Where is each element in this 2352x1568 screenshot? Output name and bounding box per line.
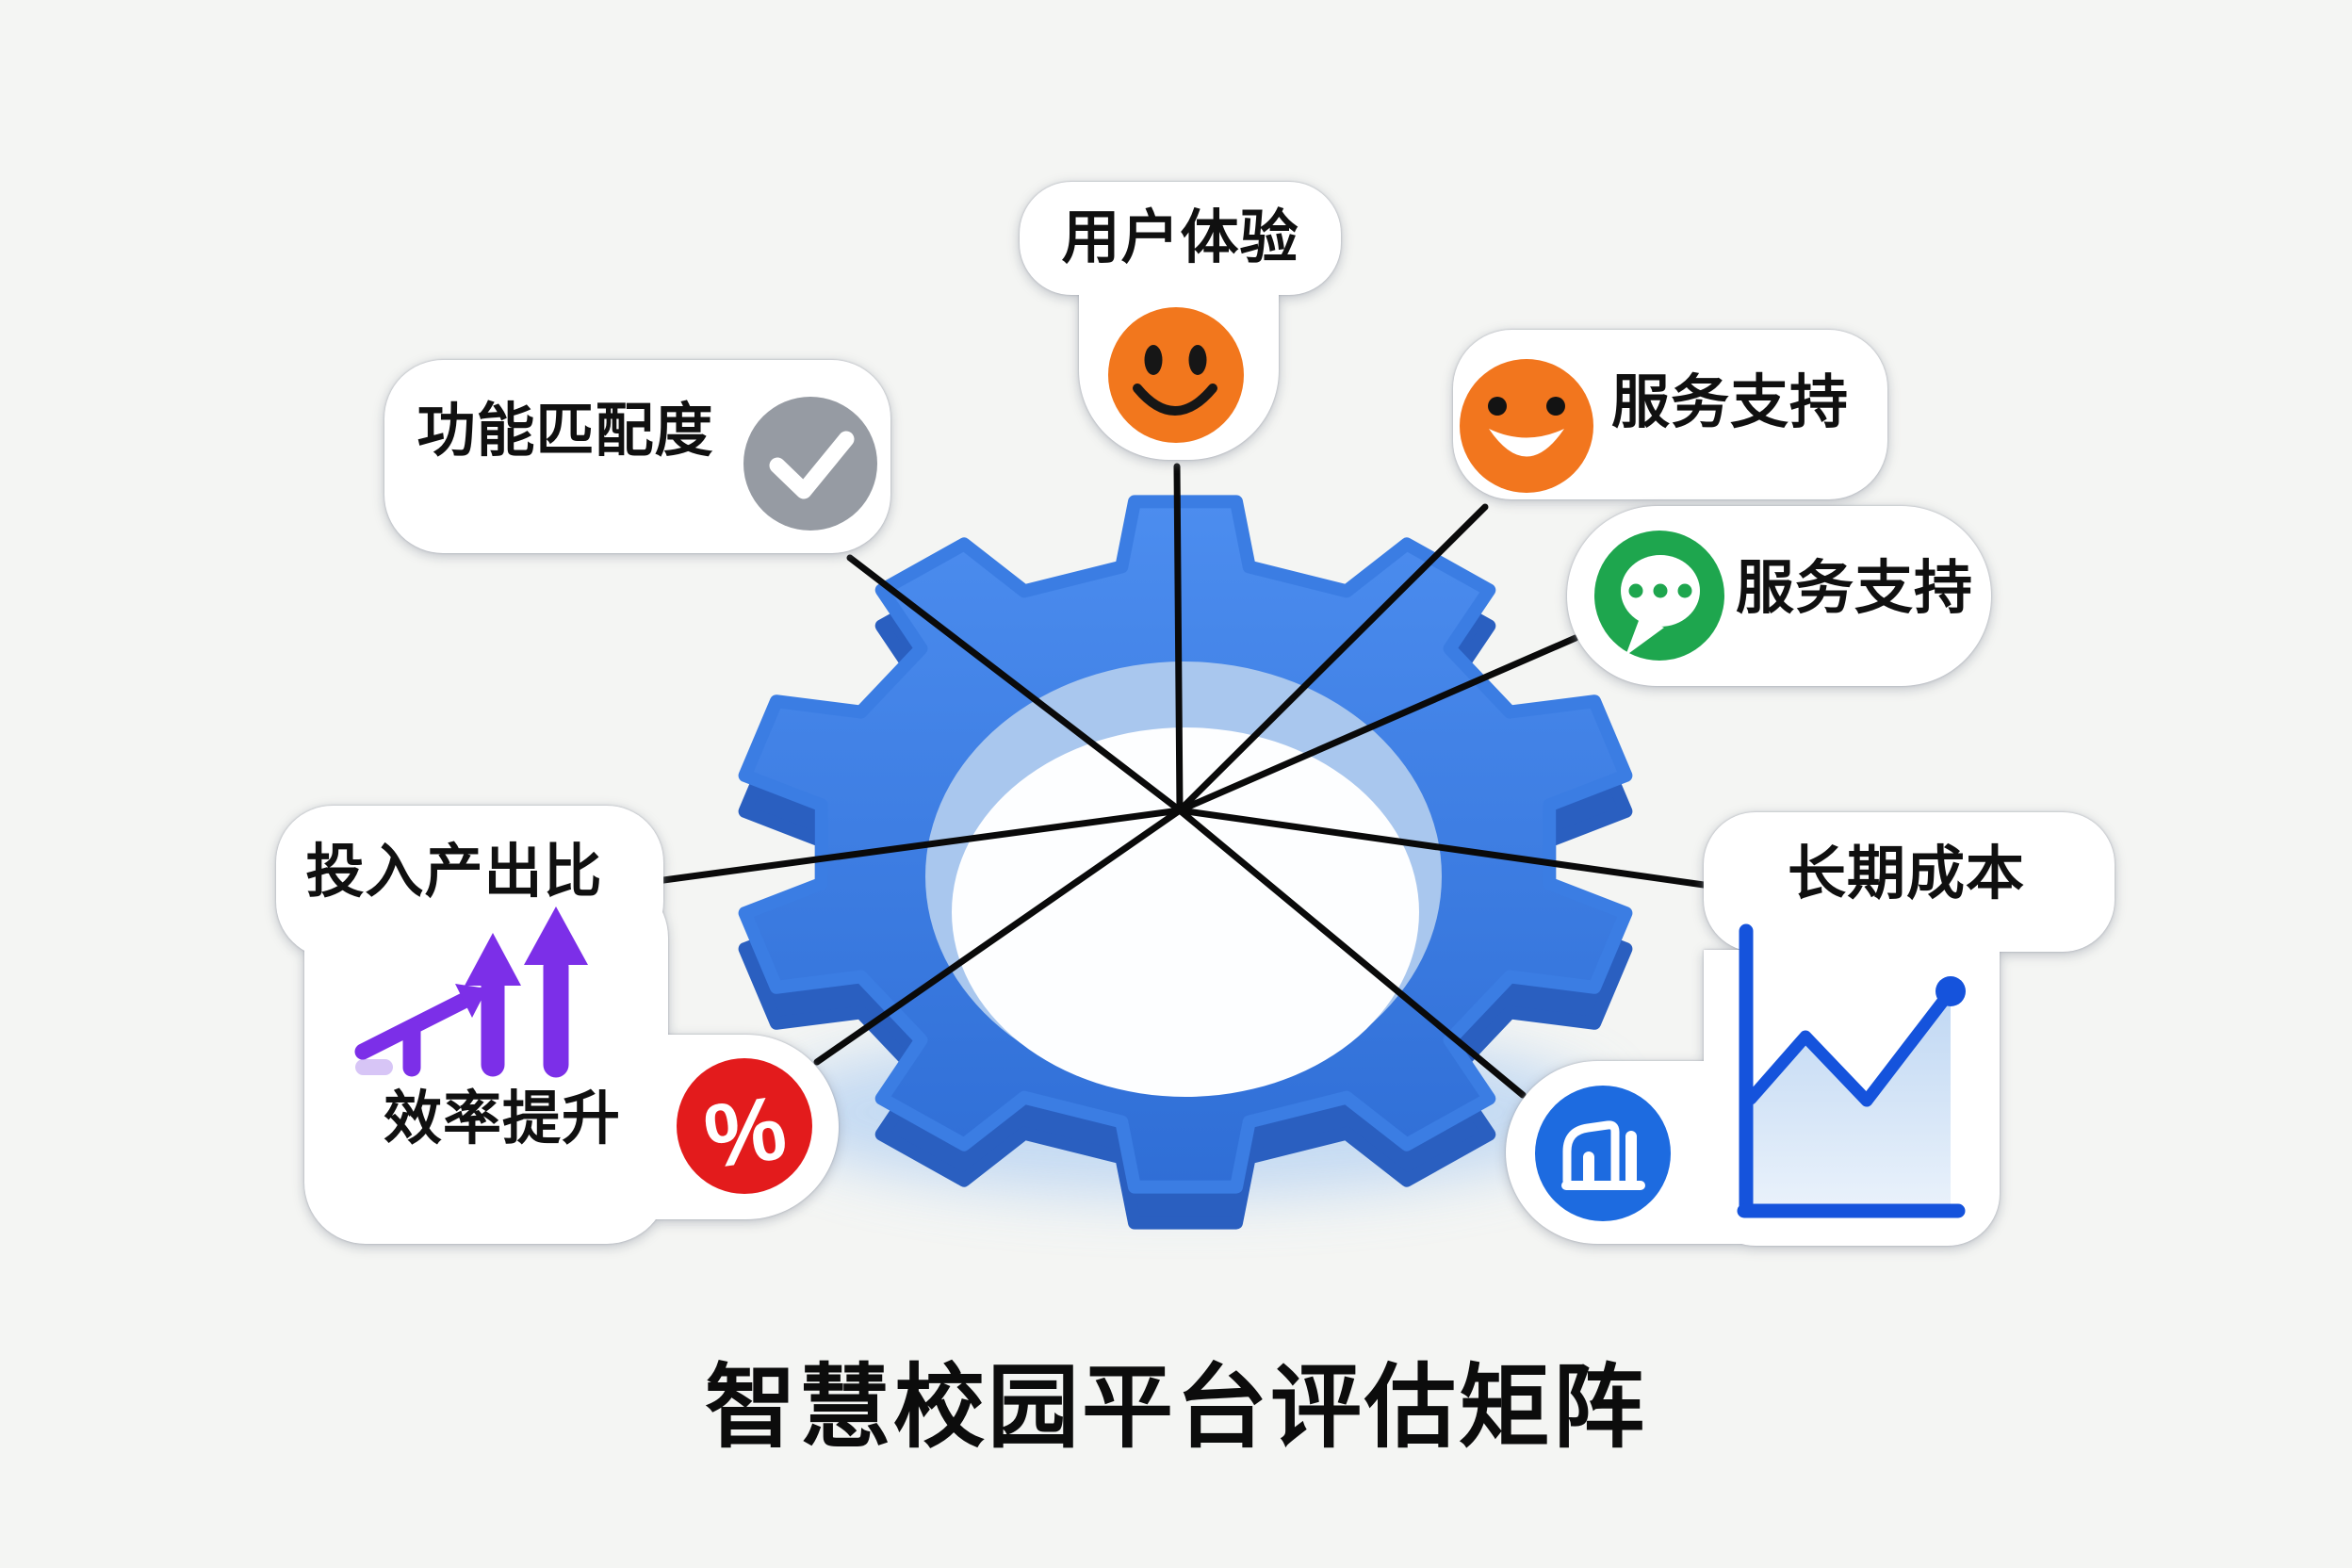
bar-chart-circle-icon: [1535, 1086, 1671, 1221]
connector-long-term-cost: [1176, 807, 1707, 889]
gear-hub: [952, 727, 1419, 1097]
svg-text:%: %: [698, 1077, 792, 1188]
growth-arrows-icon: [354, 906, 588, 1078]
area-line-chart-icon: [1737, 923, 1966, 1218]
percent-circle-icon: %: [677, 1058, 812, 1194]
connector-roi: [639, 807, 1184, 887]
node-label-feature-match: 功能匹配度: [416, 399, 714, 464]
connector-service-support-smile: [1176, 503, 1489, 814]
grin-face-icon: [1460, 359, 1593, 493]
chat-bubble-icon: [1594, 531, 1724, 661]
node-label-long-term-cost: 长期成本: [1787, 841, 2025, 906]
connector-feature-match: [846, 554, 1184, 814]
node-label-efficiency: 效率提升: [383, 1086, 621, 1152]
page-title: 智慧校园平台评估矩阵: [705, 1356, 1647, 1459]
node-label-service-support-chat: 服务支持: [1735, 556, 1973, 621]
connector-service-support-chat: [1176, 634, 1579, 814]
node-label-roi: 投入产出比: [305, 840, 603, 905]
connector-analytics: [1176, 807, 1527, 1099]
smiley-face-icon: [1108, 307, 1244, 443]
node-label-service-support-smile: 服务支持: [1610, 370, 1849, 435]
connector-efficiency: [813, 807, 1184, 1066]
node-label-user-experience: 用户体验: [1061, 205, 1299, 270]
check-circle-icon: [743, 397, 877, 531]
connector-user-experience: [1173, 463, 1184, 814]
